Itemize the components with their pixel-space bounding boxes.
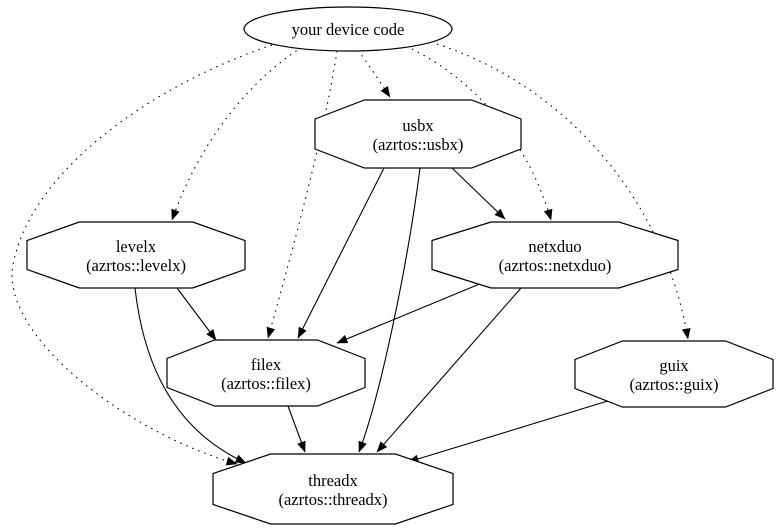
edge-device-threadx xyxy=(11,44,273,466)
edge-device-usbx xyxy=(357,49,391,98)
edge-filex-threadx xyxy=(287,405,306,453)
nodes-layer: your device codeusbx(azrtos::usbx)levelx… xyxy=(26,6,774,525)
node-label: filex xyxy=(251,355,282,374)
node-shape-octagon xyxy=(212,453,454,525)
node-levelx: levelx(azrtos::levelx) xyxy=(26,221,246,289)
node-label: (azrtos::netxduo) xyxy=(499,256,612,275)
node-shape-octagon xyxy=(26,221,246,289)
edge-device-filex xyxy=(266,50,338,339)
edge-usbx-threadx xyxy=(358,167,421,453)
edge-device-netxduo xyxy=(411,48,553,221)
node-threadx: threadx(azrtos::threadx) xyxy=(212,453,454,525)
edge-device-levelx xyxy=(171,46,303,221)
node-device: your device code xyxy=(243,6,453,52)
node-label: netxduo xyxy=(528,237,581,256)
edge-guix-threadx xyxy=(407,399,612,464)
node-label: (azrtos::threadx) xyxy=(278,490,387,509)
node-label: threadx xyxy=(308,471,358,490)
node-shape-octagon xyxy=(166,339,366,407)
node-label: (azrtos::filex) xyxy=(221,374,311,393)
edge-levelx-threadx xyxy=(134,287,247,464)
node-label: levelx xyxy=(116,237,157,256)
edge-device-guix xyxy=(436,43,691,340)
edge-usbx-filex xyxy=(297,167,385,339)
node-label: (azrtos::usbx) xyxy=(373,135,464,154)
edge-usbx-netxduo xyxy=(451,167,506,220)
node-guix: guix(azrtos::guix) xyxy=(574,340,774,408)
node-netxduo: netxduo(azrtos::netxduo) xyxy=(431,221,679,289)
edges-layer xyxy=(11,43,691,466)
node-label: your device code xyxy=(292,20,405,39)
node-shape-ellipse xyxy=(243,6,453,52)
node-label: usbx xyxy=(402,116,434,135)
edge-netxduo-threadx xyxy=(376,287,522,453)
node-usbx: usbx(azrtos::usbx) xyxy=(314,99,522,169)
node-label: (azrtos::levelx) xyxy=(86,256,186,275)
edge-levelx-filex xyxy=(176,287,217,341)
node-shape-octagon xyxy=(431,221,679,289)
node-filex: filex(azrtos::filex) xyxy=(166,339,366,407)
node-label: (azrtos::guix) xyxy=(630,375,719,394)
node-shape-octagon xyxy=(314,99,522,169)
node-shape-octagon xyxy=(574,340,774,408)
edge-netxduo-filex xyxy=(336,282,483,344)
node-label: guix xyxy=(659,356,689,375)
